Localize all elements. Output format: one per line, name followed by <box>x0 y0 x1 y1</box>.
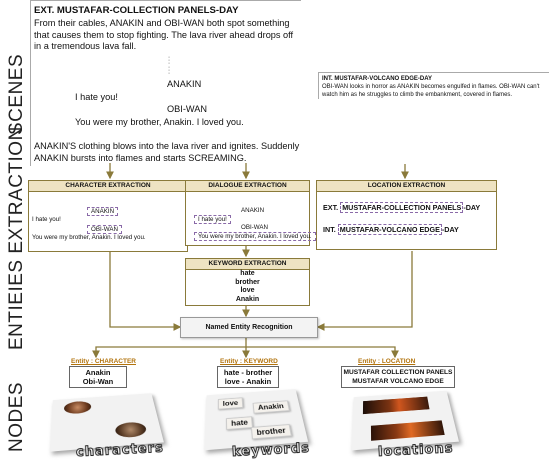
keyword-item: Anakin <box>235 295 260 303</box>
entity-character-item: Obi-Wan <box>82 377 114 386</box>
dial-box-anakin: ANAKIN <box>241 207 265 214</box>
keyword-extraction-title: KEYWORD EXTRACTION <box>186 259 309 270</box>
ner-box: Named Entity Recognition <box>180 317 318 338</box>
location-line-1: EXT. MUSTAFAR-COLLECTION PANELS-DAY <box>323 202 481 213</box>
keyword-item: hate <box>240 270 255 277</box>
entity-label-keyword: Entity : KEYWORD <box>220 358 278 365</box>
entity-box-keyword: hate - brother love - Anakin <box>217 366 279 388</box>
entity-keyword-item: love - Anakin <box>224 377 272 386</box>
character-extraction-box: CHARACTER EXTRACTION ANAKIN I hate you! … <box>28 180 188 252</box>
ellipsis-dots: ······ <box>167 54 171 78</box>
script-scene-main: EXT. MUSTAFAR-COLLECTION PANELS-DAY From… <box>30 0 301 166</box>
location-extraction-title: LOCATION EXTRACTION <box>317 181 496 192</box>
loc1-prefix: EXT. <box>323 203 341 212</box>
dialogue-extraction-box: DIALOGUE EXTRACTION ANAKIN I hate you! O… <box>185 180 316 246</box>
location-line-2: INT. MUSTAFAR-VOLCANO EDGE-DAY <box>323 224 459 235</box>
keyword-item: brother <box>235 278 260 286</box>
keyword-list: hate brother love Anakin <box>186 270 309 304</box>
loc2-suffix: -DAY <box>441 225 459 234</box>
entity-label-character: Entity : CHARACTER <box>71 358 136 365</box>
action-text-1: From their cables, ANAKIN and OBI-WAN bo… <box>34 18 294 52</box>
character-cue-anakin: ANAKIN <box>167 79 202 89</box>
loc1-location: MUSTAFAR-COLLECTION PANELS <box>340 202 464 213</box>
dialogue-line-2: You were my brother, Anakin. I loved you… <box>75 117 244 127</box>
character-extraction-title: CHARACTER EXTRACTION <box>29 181 187 192</box>
char-box-anakin: ANAKIN <box>87 207 119 216</box>
location-thumbnail-volcano <box>370 420 445 441</box>
keyword-item: love <box>240 287 255 295</box>
scene-heading: EXT. MUSTAFAR-COLLECTION PANELS-DAY <box>34 5 239 16</box>
dial-box-obiwan: OBI-WAN <box>241 224 268 231</box>
location-extraction-box: LOCATION EXTRACTION EXT. MUSTAFAR-COLLEC… <box>316 180 497 250</box>
dial-box-line2: You were my brother, Anakin. I loved you… <box>194 232 316 241</box>
entity-location-item: MUSTAFAR COLLECTION PANELS <box>343 369 453 376</box>
character-thumbnail-anakin <box>63 400 92 415</box>
keyword-tag: Anakin <box>252 400 290 414</box>
loc2-location: MUSTAFAR-VOLCANO EDGE <box>337 224 442 235</box>
keyword-tag: hate <box>225 416 254 430</box>
keyword-tag: love <box>217 397 244 410</box>
char-box-line1: I hate you! <box>32 216 61 223</box>
dialogue-extraction-title: DIALOGUE EXTRACTION <box>186 181 309 192</box>
keyword-extraction-box: KEYWORD EXTRACTION hate brother love Ana… <box>185 258 310 306</box>
character-thumbnail-obiwan <box>114 421 148 439</box>
entity-label-location: Entity : LOCATION <box>358 358 416 365</box>
entity-character-item: Anakin <box>85 368 111 377</box>
entity-location-item: MUSTAFAR VOLCANO EDGE <box>352 378 444 385</box>
entity-box-location: MUSTAFAR COLLECTION PANELS MUSTAFAR VOLC… <box>341 366 455 388</box>
dial-box-line1: I hate you! <box>194 215 231 224</box>
scene2-heading: INT. MUSTAFAR-VOLCANO EDGE-DAY <box>322 76 433 82</box>
scene2-text: OBI-WAN looks in horror as ANAKIN become… <box>322 84 540 98</box>
entity-keyword-item: hate - brother <box>223 368 273 377</box>
script-scene-2: INT. MUSTAFAR-VOLCANO EDGE-DAY OBI-WAN l… <box>318 72 549 99</box>
dialogue-line-1: I hate you! <box>75 92 118 102</box>
keyword-tag: brother <box>250 424 292 440</box>
loc1-suffix: -DAY <box>463 203 481 212</box>
char-box-obiwan: OBI-WAN <box>87 225 122 234</box>
entity-box-character: Anakin Obi-Wan <box>69 366 127 388</box>
loc2-prefix: INT. <box>323 225 338 234</box>
action-text-2: ANAKIN'S clothing blows into the lava ri… <box>34 141 300 163</box>
char-box-line2: You were my brother, Anakin. I loved you… <box>32 234 146 241</box>
location-thumbnail-panels <box>362 396 430 415</box>
character-cue-obiwan: OBI-WAN <box>167 104 207 114</box>
